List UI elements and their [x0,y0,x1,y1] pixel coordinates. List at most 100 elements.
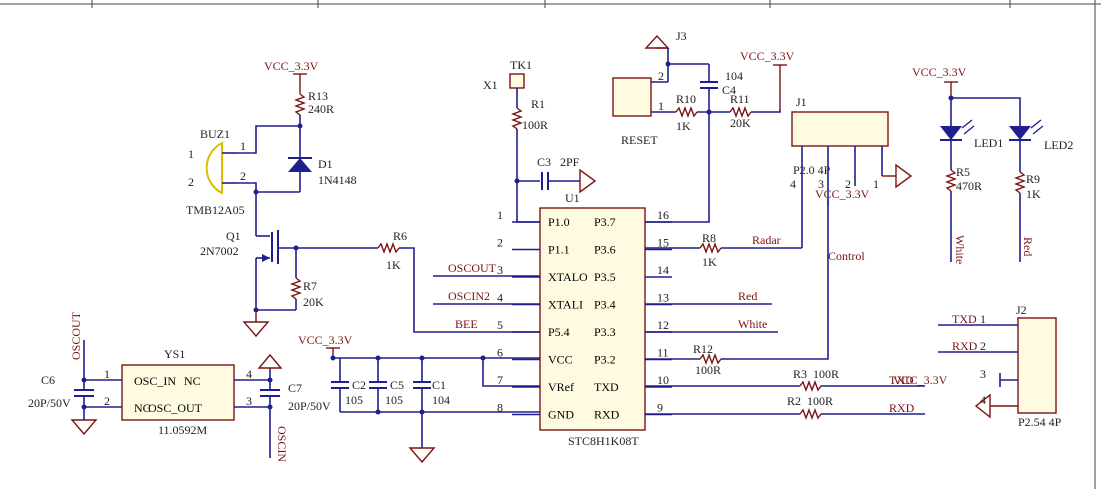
svg-text:VCC_3.3V: VCC_3.3V [298,333,353,347]
net-bee: BEE [455,317,478,331]
svg-text:R12: R12 [693,342,713,356]
svg-text:C1: C1 [432,378,446,392]
svg-text:1K: 1K [386,258,401,272]
r2-resistor: R2 100R RXD [645,394,925,420]
svg-text:R2: R2 [787,394,801,408]
svg-text:1: 1 [873,177,879,191]
svg-text:105: 105 [345,393,363,407]
svg-text:100R: 100R [813,367,839,381]
svg-text:R5: R5 [956,165,970,179]
svg-text:NC: NC [134,401,151,415]
svg-text:20K: 20K [303,295,324,309]
svg-text:R9: R9 [1026,172,1040,186]
svg-text:100R: 100R [522,118,548,132]
svg-text:C2: C2 [352,378,366,392]
r7-resistor: R7 20K [253,245,324,313]
u1-right-pin-number: 12 [657,318,669,332]
u1-left-pin-number: 7 [497,373,503,387]
svg-text:OSCIN2: OSCIN2 [448,289,490,303]
svg-text:VCC_3.3V: VCC_3.3V [912,65,967,79]
u1-right-pin-name: RXD [594,408,620,422]
svg-text:1: 1 [658,99,664,113]
svg-text:C4: C4 [722,83,736,97]
svg-text:20P/50V: 20P/50V [288,399,331,413]
svg-text:R8: R8 [702,231,716,245]
svg-text:C6: C6 [41,373,55,387]
svg-text:White: White [738,317,767,331]
svg-text:J2: J2 [1016,303,1027,317]
u1-left-pin-name: P1.0 [548,215,570,229]
j3-gnd: J3 [644,29,709,82]
led1-white: LED1 R5 470R White [940,95,1021,264]
u1-left-pin-number: 2 [497,236,503,250]
svg-text:470R: 470R [956,179,982,193]
svg-text:Red: Red [738,289,757,303]
q1-mosfet: Q1 2N7002 [200,192,300,310]
svg-text:VCC_3.3V: VCC_3.3V [264,59,319,73]
svg-text:105: 105 [385,393,403,407]
svg-text:RXD: RXD [889,401,915,415]
svg-text:4: 4 [980,393,986,407]
svg-text:2PF: 2PF [560,155,580,169]
svg-text:R1: R1 [531,97,545,111]
svg-text:1: 1 [188,147,194,161]
svg-text:1N4148: 1N4148 [318,173,357,187]
svg-text:11.0592M: 11.0592M [158,423,208,437]
svg-text:1K: 1K [1026,187,1041,201]
svg-text:3: 3 [246,394,252,408]
svg-text:4: 4 [790,177,796,191]
u1-right-pin-name: P3.6 [594,243,616,257]
svg-text:2: 2 [980,339,986,353]
r6-resistor: R6 1K BEE [300,229,540,333]
u1-left-pin-name: VCC [548,353,573,367]
svg-text:2: 2 [188,175,194,189]
svg-text:20P/50V: 20P/50V [28,396,71,410]
r3-resistor: R3 100R TXD [645,367,925,392]
tk1-touch: TK1 X1 R1 100R [483,58,548,223]
svg-text:Control: Control [828,249,865,263]
vcc-j2: VCC_3.3V [893,373,948,387]
svg-text:1: 1 [980,312,986,326]
u1-right-pin-number: 11 [657,346,669,360]
u1-right-pin-number: 10 [657,373,669,387]
svg-text:RXD: RXD [952,339,978,353]
svg-text:1: 1 [104,367,110,381]
vcc-led: VCC_3.3V [912,65,967,98]
svg-text:OSCOUT: OSCOUT [448,261,497,275]
vcc-r13: VCC_3.3V [264,59,319,94]
svg-text:1: 1 [240,139,246,153]
r11-resistor: R11 20K [729,92,781,130]
svg-text:Radar: Radar [752,233,781,247]
svg-text:104: 104 [432,393,450,407]
svg-text:104: 104 [725,69,743,83]
svg-text:LED1: LED1 [974,136,1003,150]
u1-left-pin-number: 6 [497,346,503,360]
svg-text:3: 3 [980,367,986,381]
r13-resistor: R13 240R [294,89,334,116]
svg-text:BUZ1: BUZ1 [200,127,230,141]
svg-text:J1: J1 [796,95,807,109]
svg-text:R3: R3 [793,367,807,381]
svg-text:C5: C5 [390,378,404,392]
svg-text:R7: R7 [303,279,317,293]
buz1-buzzer: BUZ1 TMB12A05 1 2 1 2 [186,127,246,217]
svg-text:Red: Red [1021,237,1035,256]
svg-text:2N7002: 2N7002 [200,244,239,258]
vcc-r11: VCC_3.3V [740,49,795,110]
svg-text:VCC_3.3V: VCC_3.3V [740,49,795,63]
svg-text:20K: 20K [730,116,751,130]
u1-left-pin-number: 8 [497,401,503,415]
svg-text:RESET: RESET [621,133,658,147]
svg-text:TK1: TK1 [510,58,532,72]
svg-text:OSCIN: OSCIN [275,426,289,462]
svg-text:C3: C3 [537,155,551,169]
svg-text:OSC_IN: OSC_IN [134,374,176,388]
svg-text:4: 4 [246,367,252,381]
svg-text:LED2: LED2 [1044,138,1073,152]
u1-right-pin-name: P3.4 [594,298,616,312]
ys1-crystal: YS1 OSC_IN NC NC OSC_OUT 11.0592M 4 3 1 … [84,347,270,437]
u1-right-pin-number: 15 [657,236,669,250]
